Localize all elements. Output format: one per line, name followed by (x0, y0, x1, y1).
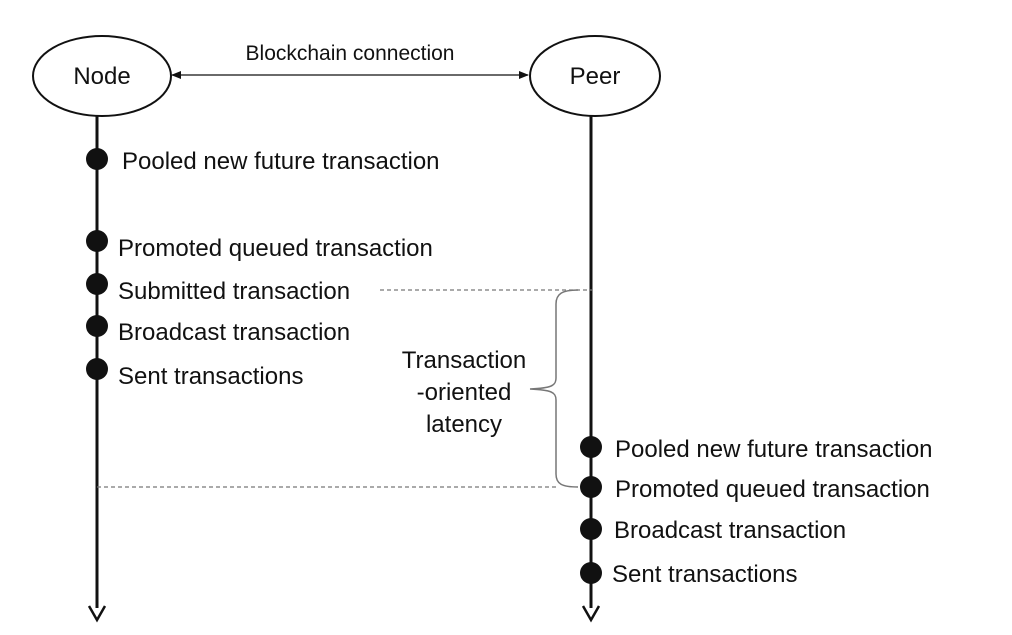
latency-label-line: Transaction (402, 347, 527, 374)
node-actor-label: Node (73, 63, 130, 90)
peer-event-dot (580, 476, 602, 498)
node-event-label: Sent transactions (118, 363, 303, 390)
node-event-label: Pooled new future transaction (122, 148, 440, 175)
peer-actor-label: Peer (570, 63, 621, 90)
peer-event-label: Broadcast transaction (614, 517, 846, 544)
node-event-dot (86, 315, 108, 337)
latency-label-line: -oriented (417, 379, 512, 406)
node-lifeline-arrowhead (87, 605, 107, 623)
peer-event-label: Pooled new future transaction (615, 436, 933, 463)
peer-event-dot (580, 562, 602, 584)
peer-event-dot (580, 518, 602, 540)
peer-event-dot (580, 436, 602, 458)
peer-actor-ellipse (529, 35, 661, 117)
peer-lifeline-arrowhead (581, 605, 601, 623)
node-event-dot (86, 273, 108, 295)
peer-event-label: Sent transactions (612, 561, 797, 588)
node-event-dot (86, 358, 108, 380)
node-event-label: Submitted transaction (118, 278, 350, 305)
connection-label: Blockchain connection (246, 42, 455, 65)
peer-event-label: Promoted queued transaction (615, 476, 930, 503)
node-event-dot (86, 230, 108, 252)
latency-label-line: latency (426, 411, 502, 438)
node-event-label: Promoted queued transaction (118, 235, 433, 262)
node-event-dot (86, 148, 108, 170)
latency-brace (529, 289, 579, 488)
node-event-label: Broadcast transaction (118, 319, 350, 346)
